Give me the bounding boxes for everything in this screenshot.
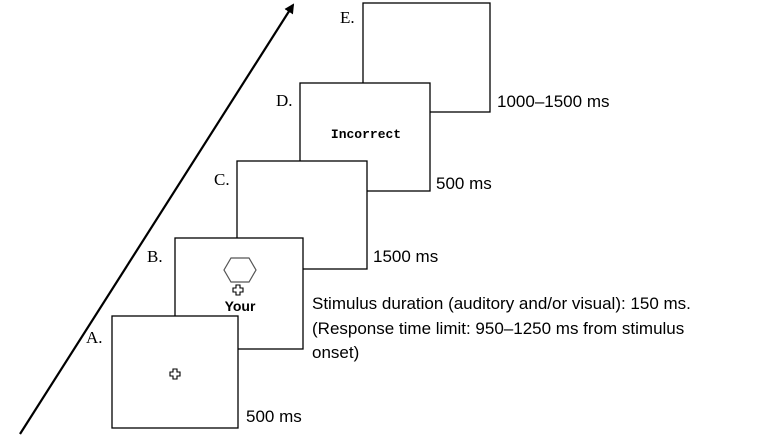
panel-e-letter: E. [340,8,355,27]
panel-c-letter: C. [214,170,230,189]
stimulus-note-line-2: (Response time limit: 950–1250 ms from s… [312,319,684,338]
panel-d: D. Incorrect 500 ms [276,82,492,193]
stimulus-note-line-1: Stimulus duration (auditory and/or visua… [312,294,691,313]
panel-e-timing: 1000–1500 ms [497,92,609,111]
panel-b-letter: B. [147,247,163,266]
panel-a-letter: A. [86,328,103,347]
panel-c-timing: 1500 ms [373,247,438,266]
stimulus-note: Stimulus duration (auditory and/or visua… [312,294,691,362]
fixation-cross-icon [169,368,181,380]
panel-a: A. 500 ms [86,315,302,429]
time-arrow-icon [19,3,295,435]
stimulus-note-line-3: onset) [312,343,359,362]
feedback-text: Incorrect [331,127,401,142]
stimulus-word: Your [225,298,256,314]
fixation-cross-icon [232,284,244,296]
panel-a-timing: 500 ms [246,407,302,426]
panel-d-timing: 500 ms [436,174,492,193]
panel-d-letter: D. [276,91,293,110]
hexagon-icon [223,257,257,283]
